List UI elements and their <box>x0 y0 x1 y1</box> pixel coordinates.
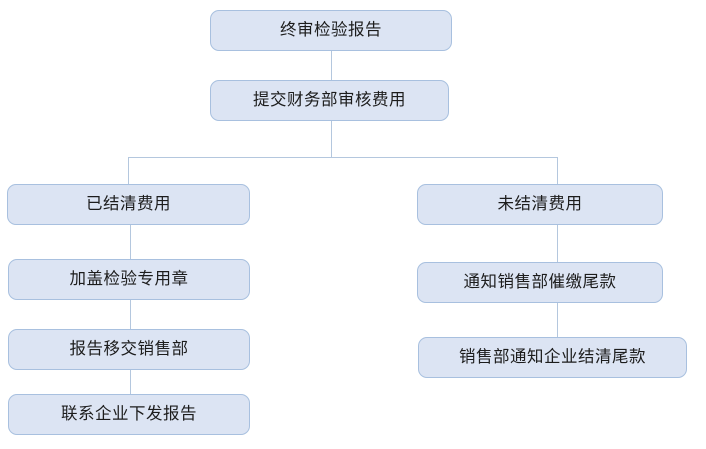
node-affix-inspection-seal[interactable]: 加盖检验专用章 <box>8 259 250 300</box>
node-notify-sales-collect-balance[interactable]: 通知销售部催缴尾款 <box>417 262 663 303</box>
node-fee-unsettled[interactable]: 未结清费用 <box>417 184 663 225</box>
node-label: 销售部通知企业结清尾款 <box>459 347 646 367</box>
connector-branch-bar <box>128 157 558 185</box>
connector-n8-n9 <box>557 303 558 337</box>
node-report-to-sales-dept[interactable]: 报告移交销售部 <box>8 329 250 370</box>
connector-n4-n5 <box>130 300 131 329</box>
node-fee-settled[interactable]: 已结清费用 <box>7 184 250 225</box>
connector-n7-n8 <box>557 225 558 262</box>
node-final-inspection-report[interactable]: 终审检验报告 <box>210 10 452 51</box>
node-submit-finance-review-fee[interactable]: 提交财务部审核费用 <box>210 80 449 121</box>
connector-n3-n4 <box>130 225 131 259</box>
connector-n2-split <box>331 121 332 158</box>
node-label: 终审检验报告 <box>280 20 382 40</box>
node-contact-enterprise-issue-report[interactable]: 联系企业下发报告 <box>8 394 250 435</box>
node-label: 已结清费用 <box>86 194 171 214</box>
node-label: 通知销售部催缴尾款 <box>463 272 617 292</box>
node-label: 加盖检验专用章 <box>69 269 189 289</box>
node-label: 未结清费用 <box>497 194 583 214</box>
connector-n5-n6 <box>130 370 131 394</box>
connector-n1-n2 <box>331 51 332 80</box>
node-label: 报告移交销售部 <box>69 339 189 359</box>
node-sales-notify-enterprise-settle-balance[interactable]: 销售部通知企业结清尾款 <box>418 337 687 378</box>
node-label: 提交财务部审核费用 <box>253 90 406 110</box>
node-label: 联系企业下发报告 <box>61 404 197 424</box>
